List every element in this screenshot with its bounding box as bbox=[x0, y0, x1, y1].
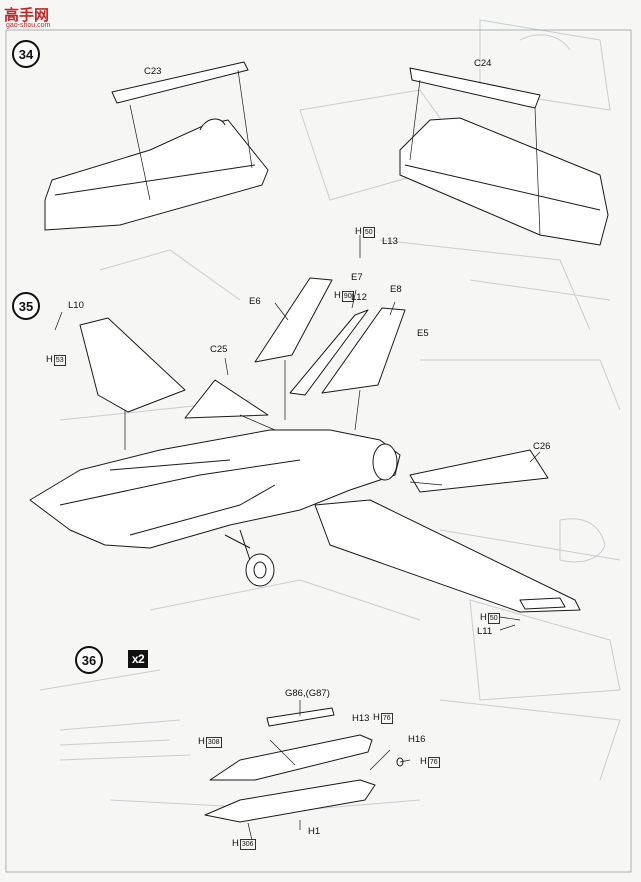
label-e6: E6 bbox=[249, 296, 261, 307]
label-c24: C24 bbox=[474, 58, 492, 69]
watermark-url: gao-shou.com bbox=[6, 22, 51, 29]
quantity-multiplier: x2 bbox=[128, 650, 148, 668]
part-h13-shape bbox=[209, 734, 373, 781]
label-e5: E5 bbox=[417, 328, 429, 339]
part-l10-shape bbox=[79, 317, 186, 413]
label-l10: L10 bbox=[68, 300, 84, 311]
label-c23: C23 bbox=[144, 66, 162, 77]
label-h13: H13 bbox=[352, 713, 370, 724]
label-l12: L12 bbox=[351, 292, 367, 303]
step-36-marker: 36 bbox=[75, 646, 103, 674]
part-e6-shape bbox=[254, 277, 333, 363]
right-wing-step35 bbox=[314, 499, 581, 613]
fuselage-step35 bbox=[29, 429, 401, 549]
label-g86-g87: G86,(G87) bbox=[285, 688, 330, 699]
part-e5-shape bbox=[321, 307, 406, 394]
label-l11: L11 bbox=[477, 626, 493, 637]
watermark-text: 高手网 bbox=[4, 7, 50, 24]
part-h1-shape bbox=[204, 779, 376, 823]
part-c26-shape bbox=[409, 449, 549, 493]
label-h16: H16 bbox=[408, 734, 426, 745]
part-c25-shape bbox=[184, 379, 269, 419]
watermark-logo: 高手网 bbox=[4, 4, 49, 25]
label-h1: H1 bbox=[308, 826, 321, 837]
step-34-marker: 34 bbox=[12, 40, 40, 68]
left-wing-step34 bbox=[44, 119, 269, 231]
label-e8: E8 bbox=[390, 284, 402, 295]
right-wing-step34 bbox=[399, 117, 609, 246]
label-l13: L13 bbox=[382, 236, 398, 247]
step-35-marker: 35 bbox=[12, 292, 40, 320]
label-c26: C26 bbox=[533, 441, 551, 452]
part-c23-shape bbox=[111, 61, 249, 104]
part-g86-shape bbox=[266, 707, 335, 727]
part-c24-shape bbox=[409, 67, 541, 109]
label-e7: E7 bbox=[351, 272, 363, 283]
label-c25: C25 bbox=[210, 344, 228, 355]
part-e7-shape bbox=[289, 309, 369, 396]
